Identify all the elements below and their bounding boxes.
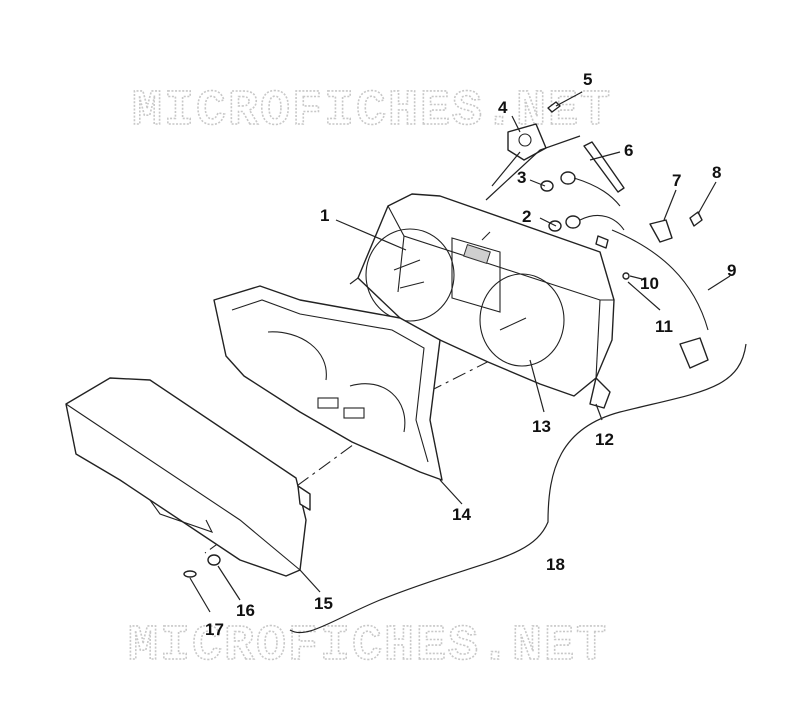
small-parts: [183, 101, 709, 578]
callout-11: 11: [655, 317, 673, 336]
watermark-bottom: MICROFICHES.NET: [127, 617, 608, 676]
callout-18: 18: [546, 555, 565, 574]
callout-5: 5: [583, 70, 592, 89]
callout-9: 9: [727, 261, 736, 280]
callout-13: 13: [532, 417, 551, 436]
callout-2: 2: [522, 207, 531, 226]
callout-17: 17: [205, 620, 224, 639]
watermark-top: MICROFICHES.NET: [131, 82, 612, 141]
lower-cover: [65, 377, 311, 577]
callouts: 1 2 3 4 5 6 7 8 9 10 11 12 13 14 15 16 1…: [205, 70, 736, 639]
callout-7: 7: [672, 171, 681, 190]
callout-10: 10: [640, 274, 659, 293]
meter-visor: [213, 285, 443, 481]
callout-1: 1: [320, 206, 329, 225]
callout-6: 6: [624, 141, 633, 160]
callout-4: 4: [498, 98, 508, 117]
callout-15: 15: [314, 594, 333, 613]
callout-14: 14: [452, 505, 471, 524]
callout-12: 12: [595, 430, 614, 449]
callout-8: 8: [712, 163, 721, 182]
leader-lines: [189, 91, 747, 634]
watermark-top-text: MICROFICHES.NET: [132, 83, 612, 140]
callout-3: 3: [517, 168, 526, 187]
callout-16: 16: [236, 601, 255, 620]
meter-body: [349, 193, 615, 409]
watermark-bottom-text: MICROFICHES.NET: [128, 618, 608, 675]
